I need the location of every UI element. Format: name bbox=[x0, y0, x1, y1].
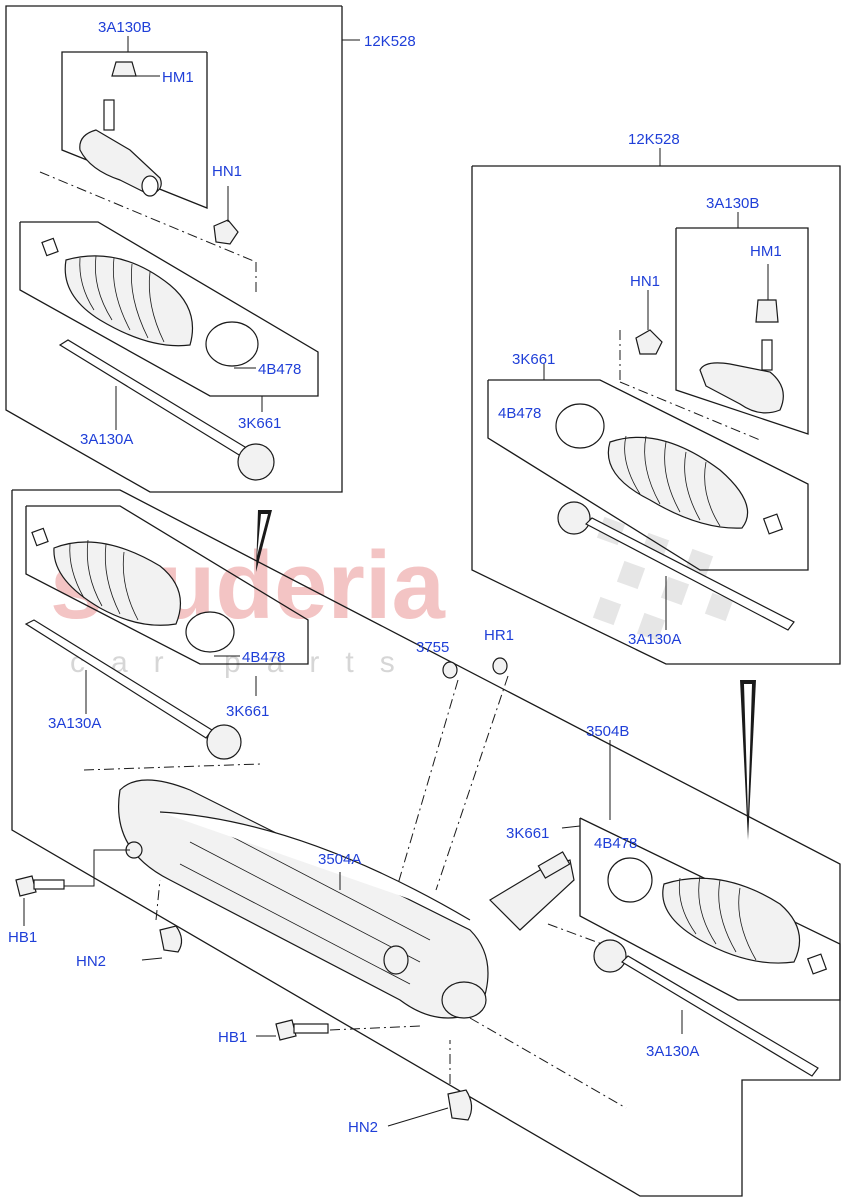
clip-4B478-ml bbox=[185, 611, 235, 653]
label-3K661-middle-left: 3K661 bbox=[226, 703, 269, 720]
label-4B478-bottom-right: 4B478 bbox=[594, 835, 637, 852]
label-HN2-bottom: HN2 bbox=[348, 1119, 378, 1136]
label-HN1-top-left: HN1 bbox=[212, 163, 242, 180]
label-4B478-right: 4B478 bbox=[498, 405, 541, 422]
watermark-checker-flag bbox=[592, 516, 734, 642]
label-3504A: 3504A bbox=[318, 851, 361, 868]
label-HN1-right: HN1 bbox=[630, 273, 660, 290]
clip-4B478-br bbox=[607, 857, 653, 903]
group-right-12K528: 12K528 3A130B HM1 HN1 3K661 bbox=[471, 131, 841, 665]
label-3K661-bottom-right: 3K661 bbox=[506, 825, 549, 842]
label-HN2-left: HN2 bbox=[76, 953, 106, 970]
steering-boot-r bbox=[607, 435, 784, 535]
arrow-top-left bbox=[256, 510, 272, 572]
label-HM1-top-left: HM1 bbox=[162, 69, 194, 86]
label-12K528-top-left: 12K528 bbox=[364, 33, 416, 50]
group-top-left-12K528: 12K528 3A130B HM1 HN1 bbox=[5, 5, 416, 493]
label-3A130B-top-left: 3A130B bbox=[98, 19, 151, 36]
clip-4B478-r bbox=[555, 403, 605, 449]
inner-tie-rod-br bbox=[593, 939, 819, 1077]
steering-rack-housing bbox=[118, 779, 575, 1019]
label-3A130A-top-left: 3A130A bbox=[80, 431, 133, 448]
nut-HN1-r bbox=[635, 329, 663, 355]
tie-rod-end-outer-tl bbox=[79, 61, 162, 197]
label-HB1-center: HB1 bbox=[218, 1029, 247, 1046]
inner-tie-rod-r bbox=[557, 501, 795, 631]
label-12K528-right: 12K528 bbox=[628, 131, 680, 148]
nut-HN1-tl bbox=[213, 219, 239, 245]
bolt-HB1-center bbox=[275, 1019, 329, 1041]
clip-4B478-tl bbox=[205, 321, 259, 367]
watermark-tagline: car parts bbox=[70, 646, 421, 679]
seal-3755 bbox=[442, 661, 458, 679]
steering-boot-tl bbox=[41, 237, 194, 347]
arrow-right bbox=[740, 680, 756, 840]
inner-tie-rod-ml bbox=[24, 619, 242, 760]
label-HM1-right: HM1 bbox=[750, 243, 782, 260]
label-3K661-top-left: 3K661 bbox=[238, 415, 281, 432]
tie-rod-end-outer-r bbox=[699, 299, 784, 414]
label-3A130B-right: 3A130B bbox=[706, 195, 759, 212]
group-rack-3504B: 3504B 4B478 3K661 3A130A 3755 bbox=[8, 489, 841, 1197]
label-4B478-middle-left: 4B478 bbox=[242, 649, 285, 666]
ring-HR1 bbox=[492, 657, 508, 675]
label-3A130A-bottom-right: 3A130A bbox=[646, 1043, 699, 1060]
label-3504B: 3504B bbox=[586, 723, 629, 740]
inner-tie-rod-tl bbox=[58, 339, 275, 481]
label-4B478-top-left: 4B478 bbox=[258, 361, 301, 378]
steering-boot-br bbox=[662, 875, 828, 975]
label-HB1-left: HB1 bbox=[8, 929, 37, 946]
bolt-HB1-left bbox=[15, 875, 65, 897]
label-3A130A-right: 3A130A bbox=[628, 631, 681, 648]
label-3A130A-middle-left: 3A130A bbox=[48, 715, 101, 732]
label-3K661-right: 3K661 bbox=[512, 351, 555, 368]
nut-HN2-left bbox=[159, 925, 183, 953]
steering-boot-ml bbox=[31, 527, 182, 626]
label-3755: 3755 bbox=[416, 639, 449, 656]
label-HR1: HR1 bbox=[484, 627, 514, 644]
nut-HN2-bottom bbox=[447, 1089, 473, 1121]
